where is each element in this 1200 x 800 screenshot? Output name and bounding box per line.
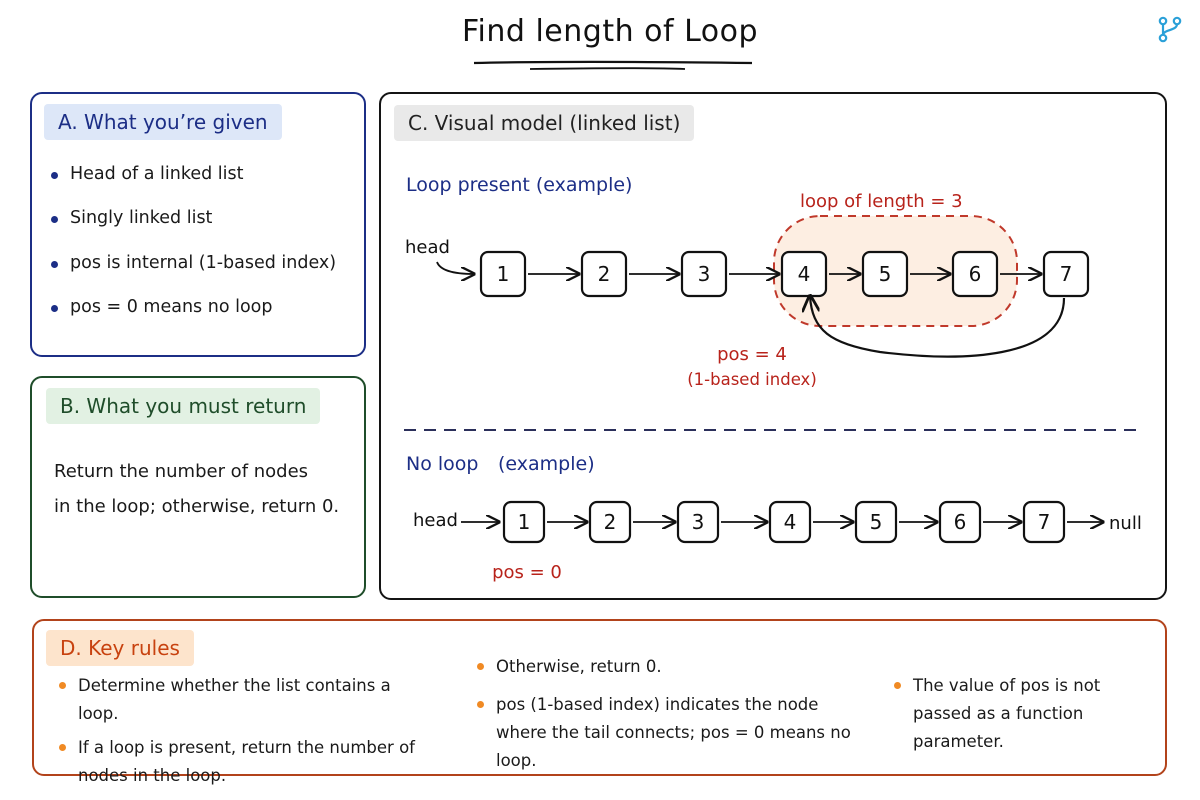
head-arrow — [436, 261, 474, 274]
loop-node-label: 2 — [598, 262, 611, 286]
noloop-node-1 — [502, 500, 546, 544]
return-line-2: in the loop; otherwise, return 0. — [54, 496, 340, 517]
noloop-node-label: 2 — [604, 510, 617, 534]
loop-node-3 — [680, 250, 728, 298]
rule-item: pos (1-based index) indicates the node w… — [474, 691, 864, 775]
noloop-pos-label: pos = 0 — [492, 562, 562, 583]
panel-return-heading: B. What you must return — [46, 388, 321, 424]
loop-node-group: 1 2 3 4 5 6 7 — [479, 250, 1090, 298]
loop-node-label: 4 — [798, 262, 811, 286]
panel-key-rules — [32, 619, 1167, 776]
noloop-node-6 — [938, 500, 982, 544]
noloop-node-label: 7 — [1038, 510, 1051, 534]
loop-node-1 — [479, 250, 527, 298]
rule-item: If a loop is present, return the number … — [56, 734, 436, 790]
noloop-head-label: head — [413, 510, 458, 531]
rule-item: The value of pos is not passed as a func… — [891, 672, 1161, 756]
noloop-subtitle-example: (example) — [498, 453, 595, 475]
loop-node-label: 3 — [698, 262, 711, 286]
loop-length-label: loop of length = 3 — [800, 191, 963, 212]
loop-example-subtitle: Loop present (example) — [406, 174, 632, 196]
loop-node-5 — [861, 250, 909, 298]
branch-logo-icon — [1158, 16, 1182, 43]
noloop-subtitle: No loop — [406, 453, 478, 475]
loop-node-label: 6 — [969, 262, 982, 286]
rule-item: Determine whether the list contains a lo… — [56, 672, 436, 728]
page-title: Find length of Loop — [461, 14, 759, 49]
linked-list-diagram: Loop present (example) loop of length = … — [404, 174, 1142, 583]
null-label: null — [1109, 513, 1142, 534]
noloop-node-label: 1 — [518, 510, 531, 534]
loop-node-label: 1 — [497, 262, 510, 286]
noloop-node-4 — [768, 500, 812, 544]
loop-node-7 — [1042, 250, 1090, 298]
noloop-node-7 — [1022, 500, 1066, 544]
loop-head-label: head — [405, 237, 450, 258]
given-item: pos = 0 means no loop — [48, 295, 336, 320]
rules-column-3: The value of pos is not passed as a func… — [891, 672, 1161, 762]
noloop-node-label: 6 — [954, 510, 967, 534]
panel-return — [30, 376, 366, 598]
noloop-node-label: 4 — [784, 510, 797, 534]
given-list: Head of a linked list Singly linked list… — [48, 162, 336, 340]
loop-node-6 — [951, 250, 999, 298]
loop-pos-label: pos = 4 — [717, 344, 787, 365]
noloop-node-label: 3 — [692, 510, 705, 534]
panel-given — [30, 92, 366, 357]
return-description: Return the number of nodes in the loop; … — [54, 454, 354, 524]
title-underline — [473, 60, 753, 70]
given-item: Head of a linked list — [48, 162, 336, 187]
loop-node-2 — [580, 250, 628, 298]
given-item: Singly linked list — [48, 206, 336, 231]
panel-visual-model — [379, 92, 1167, 600]
noloop-node-5 — [854, 500, 898, 544]
loop-node-label: 5 — [879, 262, 892, 286]
noloop-node-2 — [588, 500, 632, 544]
given-item: pos is internal (1-based index) — [48, 251, 336, 276]
rule-item: Otherwise, return 0. — [474, 653, 864, 681]
noloop-node-label: 5 — [870, 510, 883, 534]
noloop-node-group: 1 2 3 4 5 6 7 — [461, 500, 1103, 544]
loop-back-arrow — [810, 296, 1066, 358]
panel-given-heading: A. What you’re given — [44, 104, 282, 140]
return-line-1: Return the number of nodes — [54, 461, 309, 482]
noloop-node-3 — [676, 500, 720, 544]
loop-pos-note: (1-based index) — [687, 370, 817, 389]
rules-column-2: Otherwise, return 0. pos (1-based index)… — [474, 653, 864, 781]
panel-visual-model-heading: C. Visual model (linked list) — [394, 105, 695, 141]
rules-column-1: Determine whether the list contains a lo… — [56, 672, 436, 796]
panel-key-rules-heading: D. Key rules — [46, 630, 194, 666]
loop-node-label: 7 — [1060, 262, 1073, 286]
